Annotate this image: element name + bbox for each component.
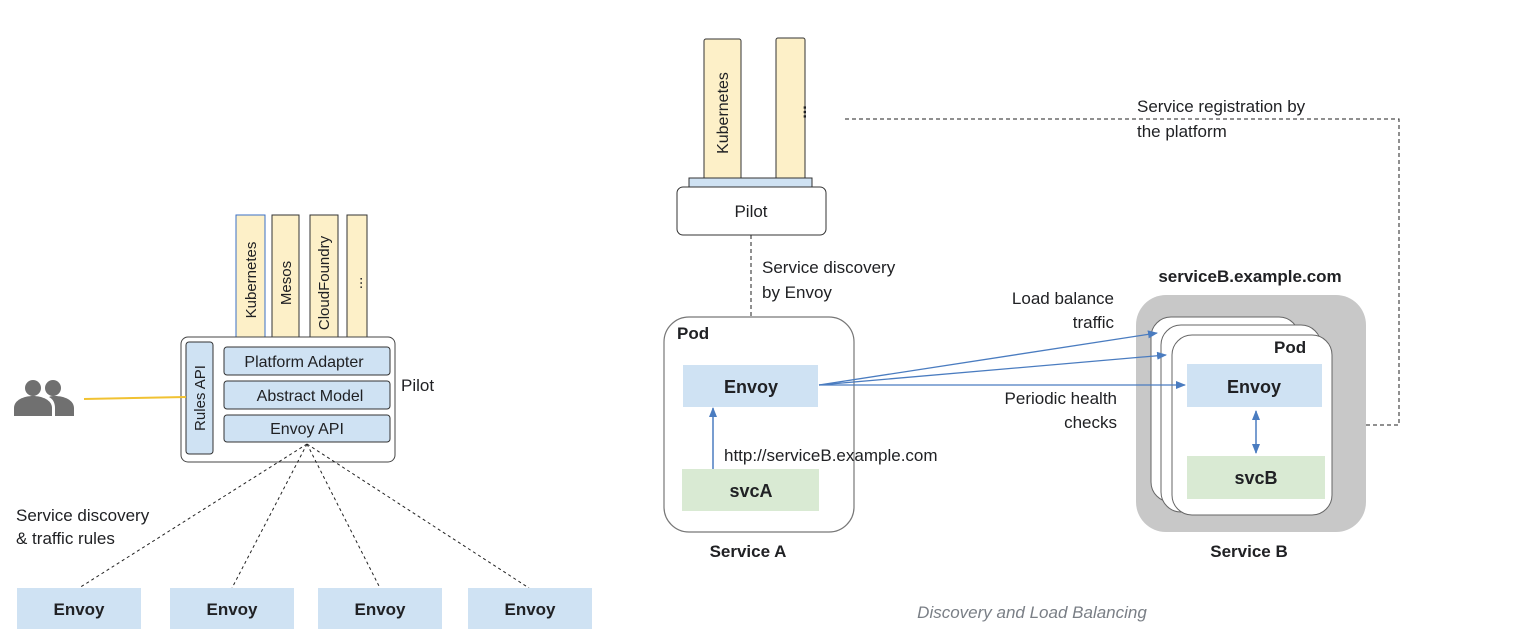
left-platform-cloudfoundry-label: CloudFoundry — [316, 235, 333, 330]
platform-adapter-label: Platform Adapter — [244, 354, 364, 371]
svc-a-box — [682, 469, 819, 511]
left-platform-mesos: Mesos — [271, 214, 300, 346]
left-platform-more: ... — [346, 214, 368, 346]
left-dispatch-label-1: Service discovery — [16, 506, 150, 525]
rules-api-label: Rules API — [192, 365, 209, 431]
pod-a: Pod Envoy svcA — [663, 316, 855, 533]
right-pilot: Pilot — [676, 186, 827, 236]
svc-b-box — [1187, 456, 1325, 499]
right-platform-kubernetes: Kubernetes — [703, 38, 742, 182]
envoy-api-layer: Envoy API — [223, 414, 391, 443]
left-dispatch-label-2: & traffic rules — [16, 529, 115, 548]
left-platform-more-label: ... — [349, 277, 366, 290]
svc-a-label: svcA — [729, 481, 772, 501]
abstract-model-layer: Abstract Model — [223, 380, 391, 410]
right-platform-kubernetes-label: Kubernetes — [715, 72, 732, 154]
envoy-a-box — [683, 365, 818, 407]
service-b-label: Service B — [1210, 542, 1288, 561]
right-platform-more: ... — [775, 37, 810, 182]
right-diagram: Kubernetes ... Pilot Service registratio… — [663, 37, 1400, 561]
envoy-b-box — [1187, 364, 1322, 407]
load-balance-arrows — [818, 330, 1186, 389]
platform-adapter-layer: Platform Adapter — [223, 346, 391, 376]
pod-a-label: Pod — [677, 324, 709, 343]
users-icon — [14, 380, 74, 416]
pod-b-label: Pod — [1274, 338, 1306, 357]
health-check-label-2: checks — [1064, 413, 1117, 432]
left-envoy-3: Envoy — [318, 588, 442, 629]
registration-label-1: Service registration by — [1137, 97, 1306, 116]
right-pilot-label: Pilot — [734, 202, 767, 221]
left-envoy-4: Envoy — [468, 588, 592, 629]
left-dispatch-lines — [78, 443, 530, 589]
left-pilot-label: Pilot — [401, 376, 434, 395]
left-envoy-1: Envoy — [17, 588, 141, 629]
left-envoy-2-label: Envoy — [206, 600, 258, 619]
right-platform-more-label: ... — [793, 105, 810, 118]
discovery-label-1: Service discovery — [762, 258, 896, 277]
left-platform-kubernetes-label: Kubernetes — [243, 242, 260, 319]
registration-line — [845, 118, 1400, 426]
left-envoy-2: Envoy — [170, 588, 294, 629]
right-platform-base — [688, 177, 813, 188]
discovery-label-2: by Envoy — [762, 283, 832, 302]
registration-label-2: the platform — [1137, 122, 1227, 141]
envoy-api-label: Envoy API — [270, 421, 344, 438]
svc-b-label: svcB — [1234, 468, 1277, 488]
service-a-label: Service A — [710, 542, 787, 561]
left-envoy-4-label: Envoy — [504, 600, 556, 619]
abstract-model-label: Abstract Model — [257, 388, 364, 405]
service-b-host: serviceB.example.com — [1158, 267, 1341, 286]
load-balance-label-2: traffic — [1073, 313, 1115, 332]
left-envoy-3-label: Envoy — [354, 600, 406, 619]
request-url: http://serviceB.example.com — [724, 446, 938, 465]
left-platform-mesos-label: Mesos — [278, 261, 295, 305]
rules-api: Rules API — [185, 341, 214, 455]
user-connector-line — [83, 396, 187, 400]
left-envoy-1-label: Envoy — [53, 600, 105, 619]
pod-b: Pod Envoy svcB — [1171, 334, 1333, 516]
left-diagram: Kubernetes Mesos CloudFoundry ... Pilot … — [14, 214, 592, 629]
load-balance-label-1: Load balance — [1012, 289, 1114, 308]
envoy-b-label: Envoy — [1227, 377, 1281, 397]
envoy-a-label: Envoy — [724, 377, 778, 397]
figure-caption: Discovery and Load Balancing — [917, 603, 1147, 622]
left-platform-cloudfoundry: CloudFoundry — [309, 214, 339, 346]
health-check-label-1: Periodic health — [1005, 389, 1117, 408]
left-platform-kubernetes: Kubernetes — [235, 214, 266, 346]
